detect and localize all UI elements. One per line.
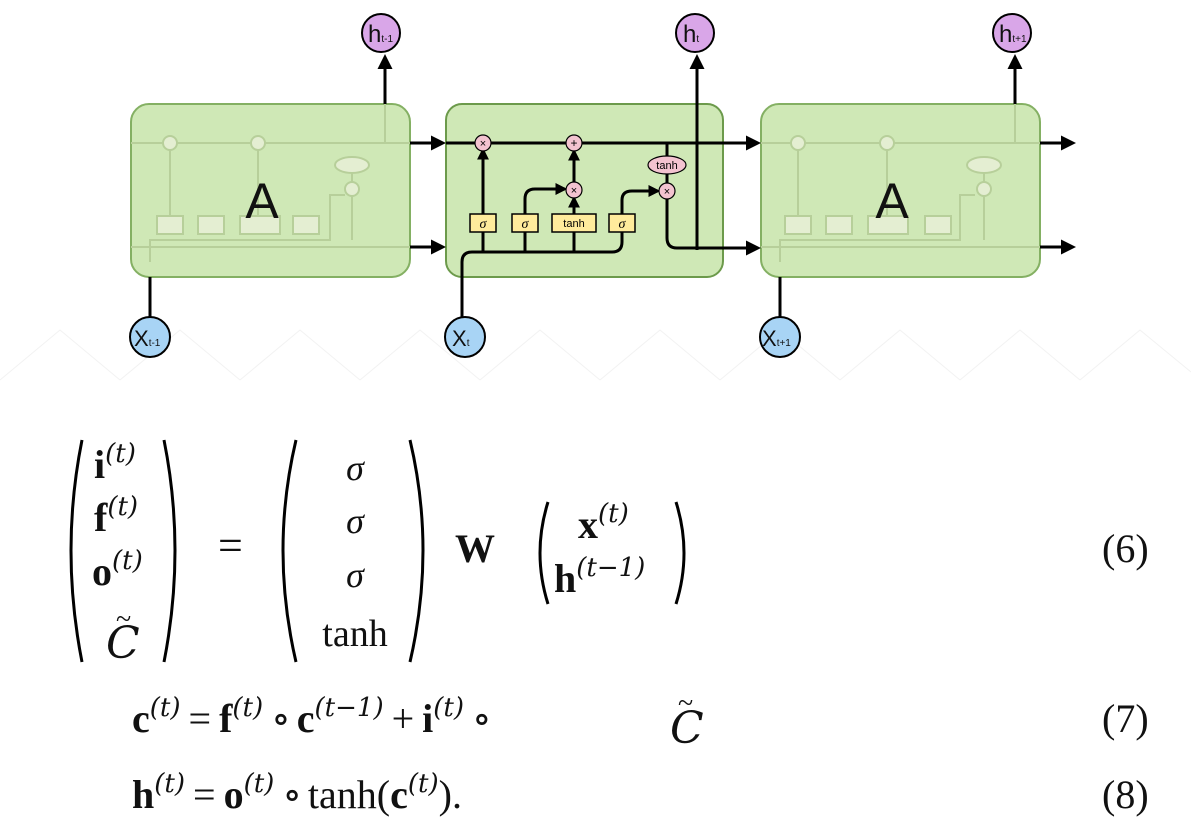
faded-cell-internals: [131, 104, 410, 262]
weight-W: W: [455, 526, 495, 571]
input-x-t: Xt: [444, 316, 486, 358]
equation-7: c(t)=f(t)∘c(t−1)+i(t)∘ C ~ (7): [132, 688, 1149, 754]
lstm-cell-next: A: [760, 103, 1041, 278]
svg-text:c(t)=f(t)∘c(t−1)+i(t)∘: c(t)=f(t)∘c(t−1)+i(t)∘: [132, 693, 492, 741]
sigma-gate-output: σ: [608, 213, 636, 233]
svg-text:tanh: tanh: [563, 218, 584, 230]
lhs-f: f(t): [94, 492, 138, 540]
multiply-op-forget: ×: [474, 134, 492, 152]
equation-8: h(t)=o(t)∘tanh(c(t)). (8): [132, 769, 1149, 817]
svg-text:Xt: Xt: [452, 326, 470, 351]
svg-text:ht+1: ht+1: [999, 21, 1027, 48]
equation-6: i(t) f(t) o(t) C ~ = σ σ σ tanh W x(t) h…: [69, 439, 1149, 669]
paren-right: [408, 439, 425, 663]
add-op: +: [565, 134, 583, 152]
lstm-cell-current: σ σ tanh σ × + × tanh: [445, 103, 724, 318]
svg-text:σ: σ: [619, 217, 627, 232]
svg-text:Xt-1: Xt-1: [134, 326, 161, 351]
paren-left: [281, 439, 298, 663]
svg-text:+: +: [570, 136, 577, 150]
equation-number-6: (6): [1102, 526, 1149, 571]
sigma-gate-input: σ: [511, 213, 539, 233]
cell-label: A: [245, 173, 279, 229]
faded-cell-internals: [761, 104, 1040, 262]
input-x-t-minus-1: Xt-1: [129, 316, 171, 358]
svg-text:Xt+1: Xt+1: [762, 326, 791, 351]
lhs-o: o(t): [92, 546, 143, 594]
lhs-i: i(t): [94, 439, 136, 487]
vec-x: x(t): [578, 499, 629, 547]
output-h-t-plus-1: ht+1: [992, 13, 1032, 53]
tanh-op-output: tanh: [647, 155, 687, 175]
output-h-t-minus-1: ht-1: [361, 13, 401, 53]
cell-label: A: [875, 173, 909, 229]
svg-text:h(t)=o(t)∘tanh(c(t)).: h(t)=o(t)∘tanh(c(t)).: [132, 769, 462, 817]
lstm-cell-previous: A: [130, 103, 411, 278]
input-x-t-plus-1: Xt+1: [759, 316, 801, 358]
svg-text:ht: ht: [683, 21, 699, 48]
paren-left: [538, 501, 550, 605]
vec-h: h(t−1): [554, 553, 645, 601]
paren-right: [674, 501, 686, 605]
tanh-gate-candidate: tanh: [551, 213, 597, 233]
act-sigma-3: σ: [346, 555, 365, 595]
sigma-gate-forget: σ: [469, 213, 497, 233]
svg-text:tanh: tanh: [656, 160, 677, 172]
lhs-c-tilde-mark: ~: [116, 604, 131, 635]
svg-text:×: ×: [480, 138, 486, 150]
connections: [148, 54, 1076, 318]
svg-text:×: ×: [571, 185, 577, 197]
c-tilde-mark: ~: [678, 688, 693, 719]
svg-text:σ: σ: [480, 217, 488, 232]
equation-number-7: (7): [1102, 696, 1149, 741]
output-h-t: ht: [675, 13, 715, 53]
act-tanh: tanh: [322, 613, 387, 655]
paren-right: [162, 439, 177, 663]
act-sigma-2: σ: [346, 501, 365, 541]
svg-text:ht-1: ht-1: [368, 21, 393, 48]
equals-sign: =: [218, 521, 243, 570]
background-pattern: [0, 329, 1191, 381]
svg-text:σ: σ: [522, 217, 530, 232]
multiply-op-input: ×: [565, 181, 583, 199]
lhs-c-tilde: C: [106, 618, 140, 669]
svg-text:×: ×: [664, 186, 670, 198]
c-tilde: C: [670, 703, 704, 754]
multiply-op-output: ×: [658, 182, 676, 200]
equation-number-8: (8): [1102, 772, 1149, 817]
paren-left: [69, 439, 84, 663]
act-sigma-1: σ: [346, 448, 365, 488]
